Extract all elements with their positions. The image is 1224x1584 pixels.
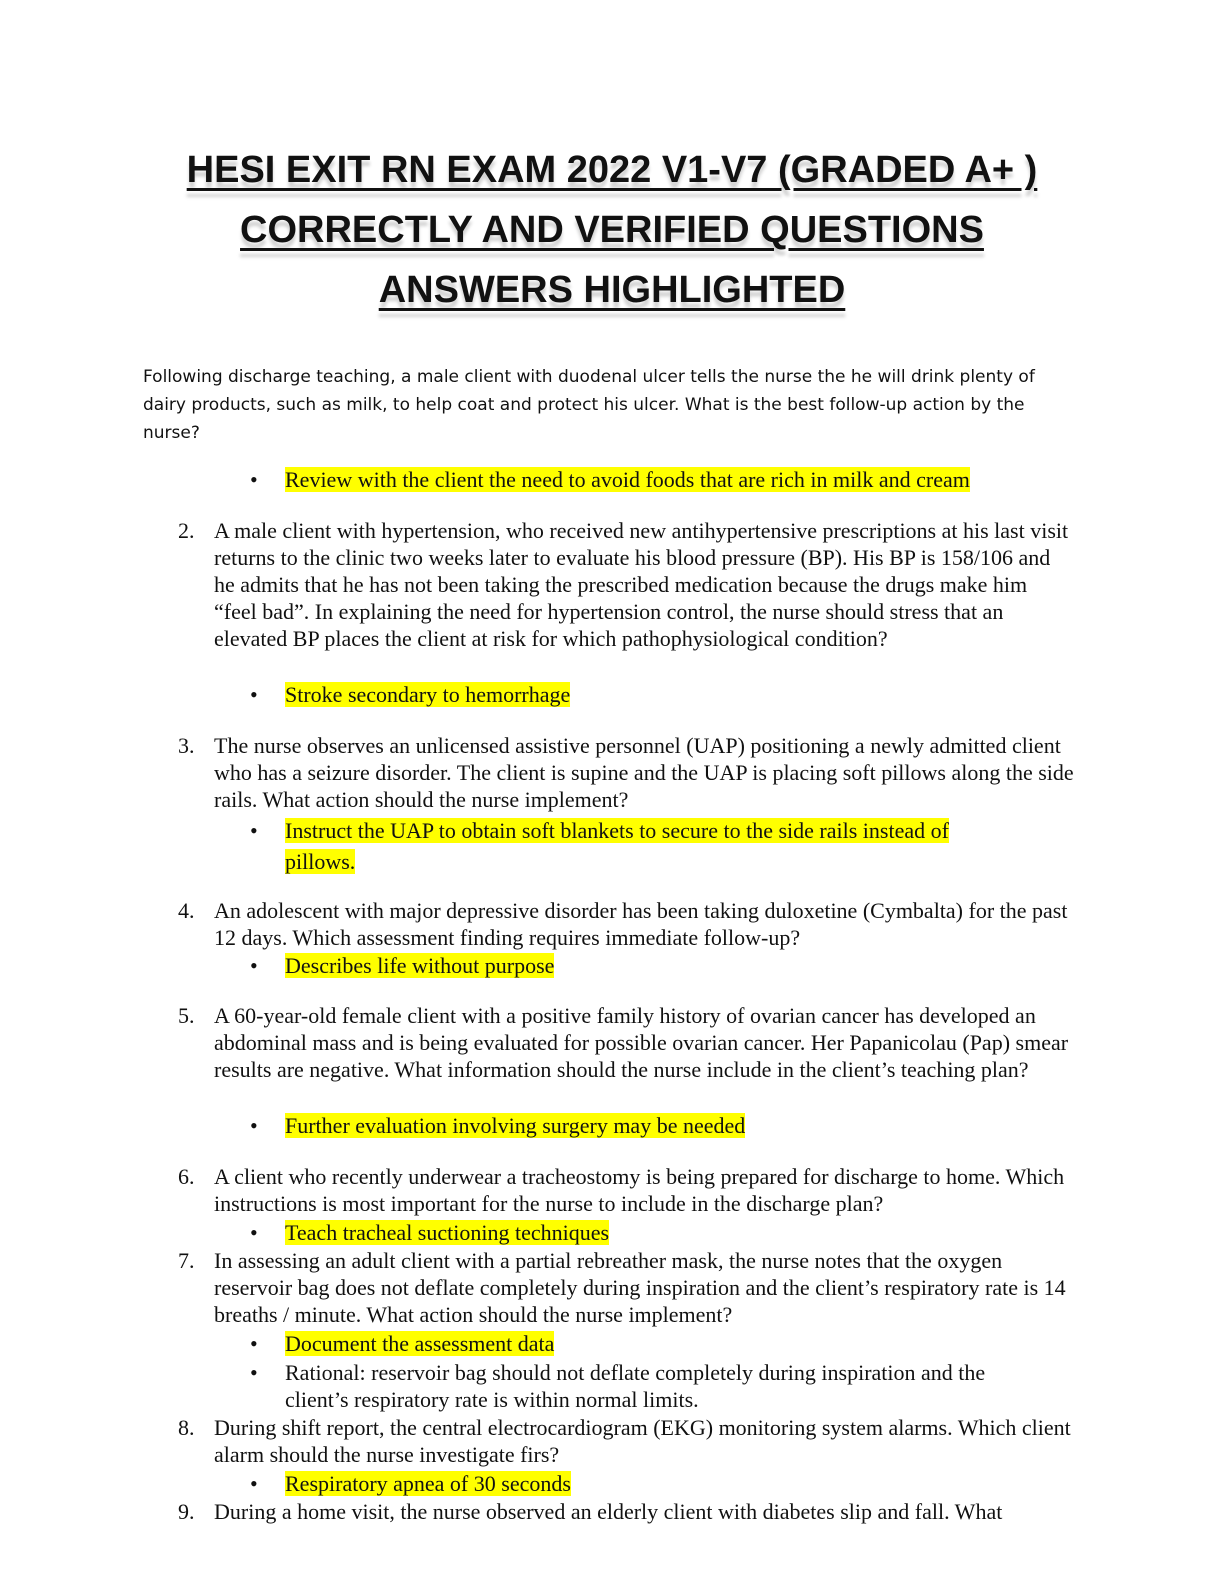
title-line-2: CORRECTLY AND VERIFIED QUESTIONS xyxy=(240,209,984,251)
question-number: 2. xyxy=(178,518,195,543)
title-line-3: ANSWERS HIGHLIGHTED xyxy=(378,269,846,311)
answer-text: Describes life without purpose xyxy=(285,953,555,978)
question-text: A client who recently underwear a trache… xyxy=(214,1164,1065,1216)
answer-text: Further evaluation involving surgery may… xyxy=(285,1113,746,1138)
rationale-text: Rational: reservoir bag should not defla… xyxy=(285,1360,986,1412)
question-number: 3. xyxy=(178,733,195,758)
question-number: 5. xyxy=(178,1003,195,1028)
question-number: 9. xyxy=(178,1499,195,1524)
question-text: A male client with hypertension, who rec… xyxy=(214,518,1069,651)
question-number: 4. xyxy=(178,898,195,923)
answer-text: Instruct the UAP to obtain soft blankets… xyxy=(285,818,949,874)
answer-text: Document the assessment data xyxy=(285,1331,555,1356)
bullet-icon: • xyxy=(250,682,258,707)
bullet-icon: • xyxy=(250,818,258,843)
bullet-icon: • xyxy=(250,1360,258,1385)
answer-text: Review with the client the need to avoid… xyxy=(285,467,970,492)
question-text: During a home visit, the nurse observed … xyxy=(214,1499,1003,1524)
question-number: 7. xyxy=(178,1248,195,1273)
intro-question: Following discharge teaching, a male cli… xyxy=(143,367,1035,443)
question-text: During shift report, the central electro… xyxy=(214,1415,1071,1467)
bullet-icon: • xyxy=(250,953,258,978)
answer-text: Teach tracheal suctioning techniques xyxy=(285,1220,610,1245)
question-text: The nurse observes an unlicensed assisti… xyxy=(214,733,1074,812)
document-title: HESI EXIT RN EXAM 2022 V1-V7 (GRADED A+ … xyxy=(140,140,1084,320)
answer-text: Stroke secondary to hemorrhage xyxy=(285,682,571,707)
title-line-1: HESI EXIT RN EXAM 2022 V1-V7 (GRADED A+ … xyxy=(186,149,1038,191)
question-text: In assessing an adult client with a part… xyxy=(214,1248,1066,1327)
question-number: 8. xyxy=(178,1415,195,1440)
bullet-icon: • xyxy=(250,1220,258,1245)
bullet-icon: • xyxy=(250,1471,258,1496)
answer-text: Respiratory apnea of 30 seconds xyxy=(285,1471,571,1496)
question-number: 6. xyxy=(178,1164,195,1189)
question-text: An adolescent with major depressive diso… xyxy=(214,898,1068,950)
question-text: A 60-year-old female client with a posit… xyxy=(214,1003,1069,1082)
bullet-icon: • xyxy=(250,467,258,492)
bullet-icon: • xyxy=(250,1331,258,1356)
bullet-icon: • xyxy=(250,1113,258,1138)
